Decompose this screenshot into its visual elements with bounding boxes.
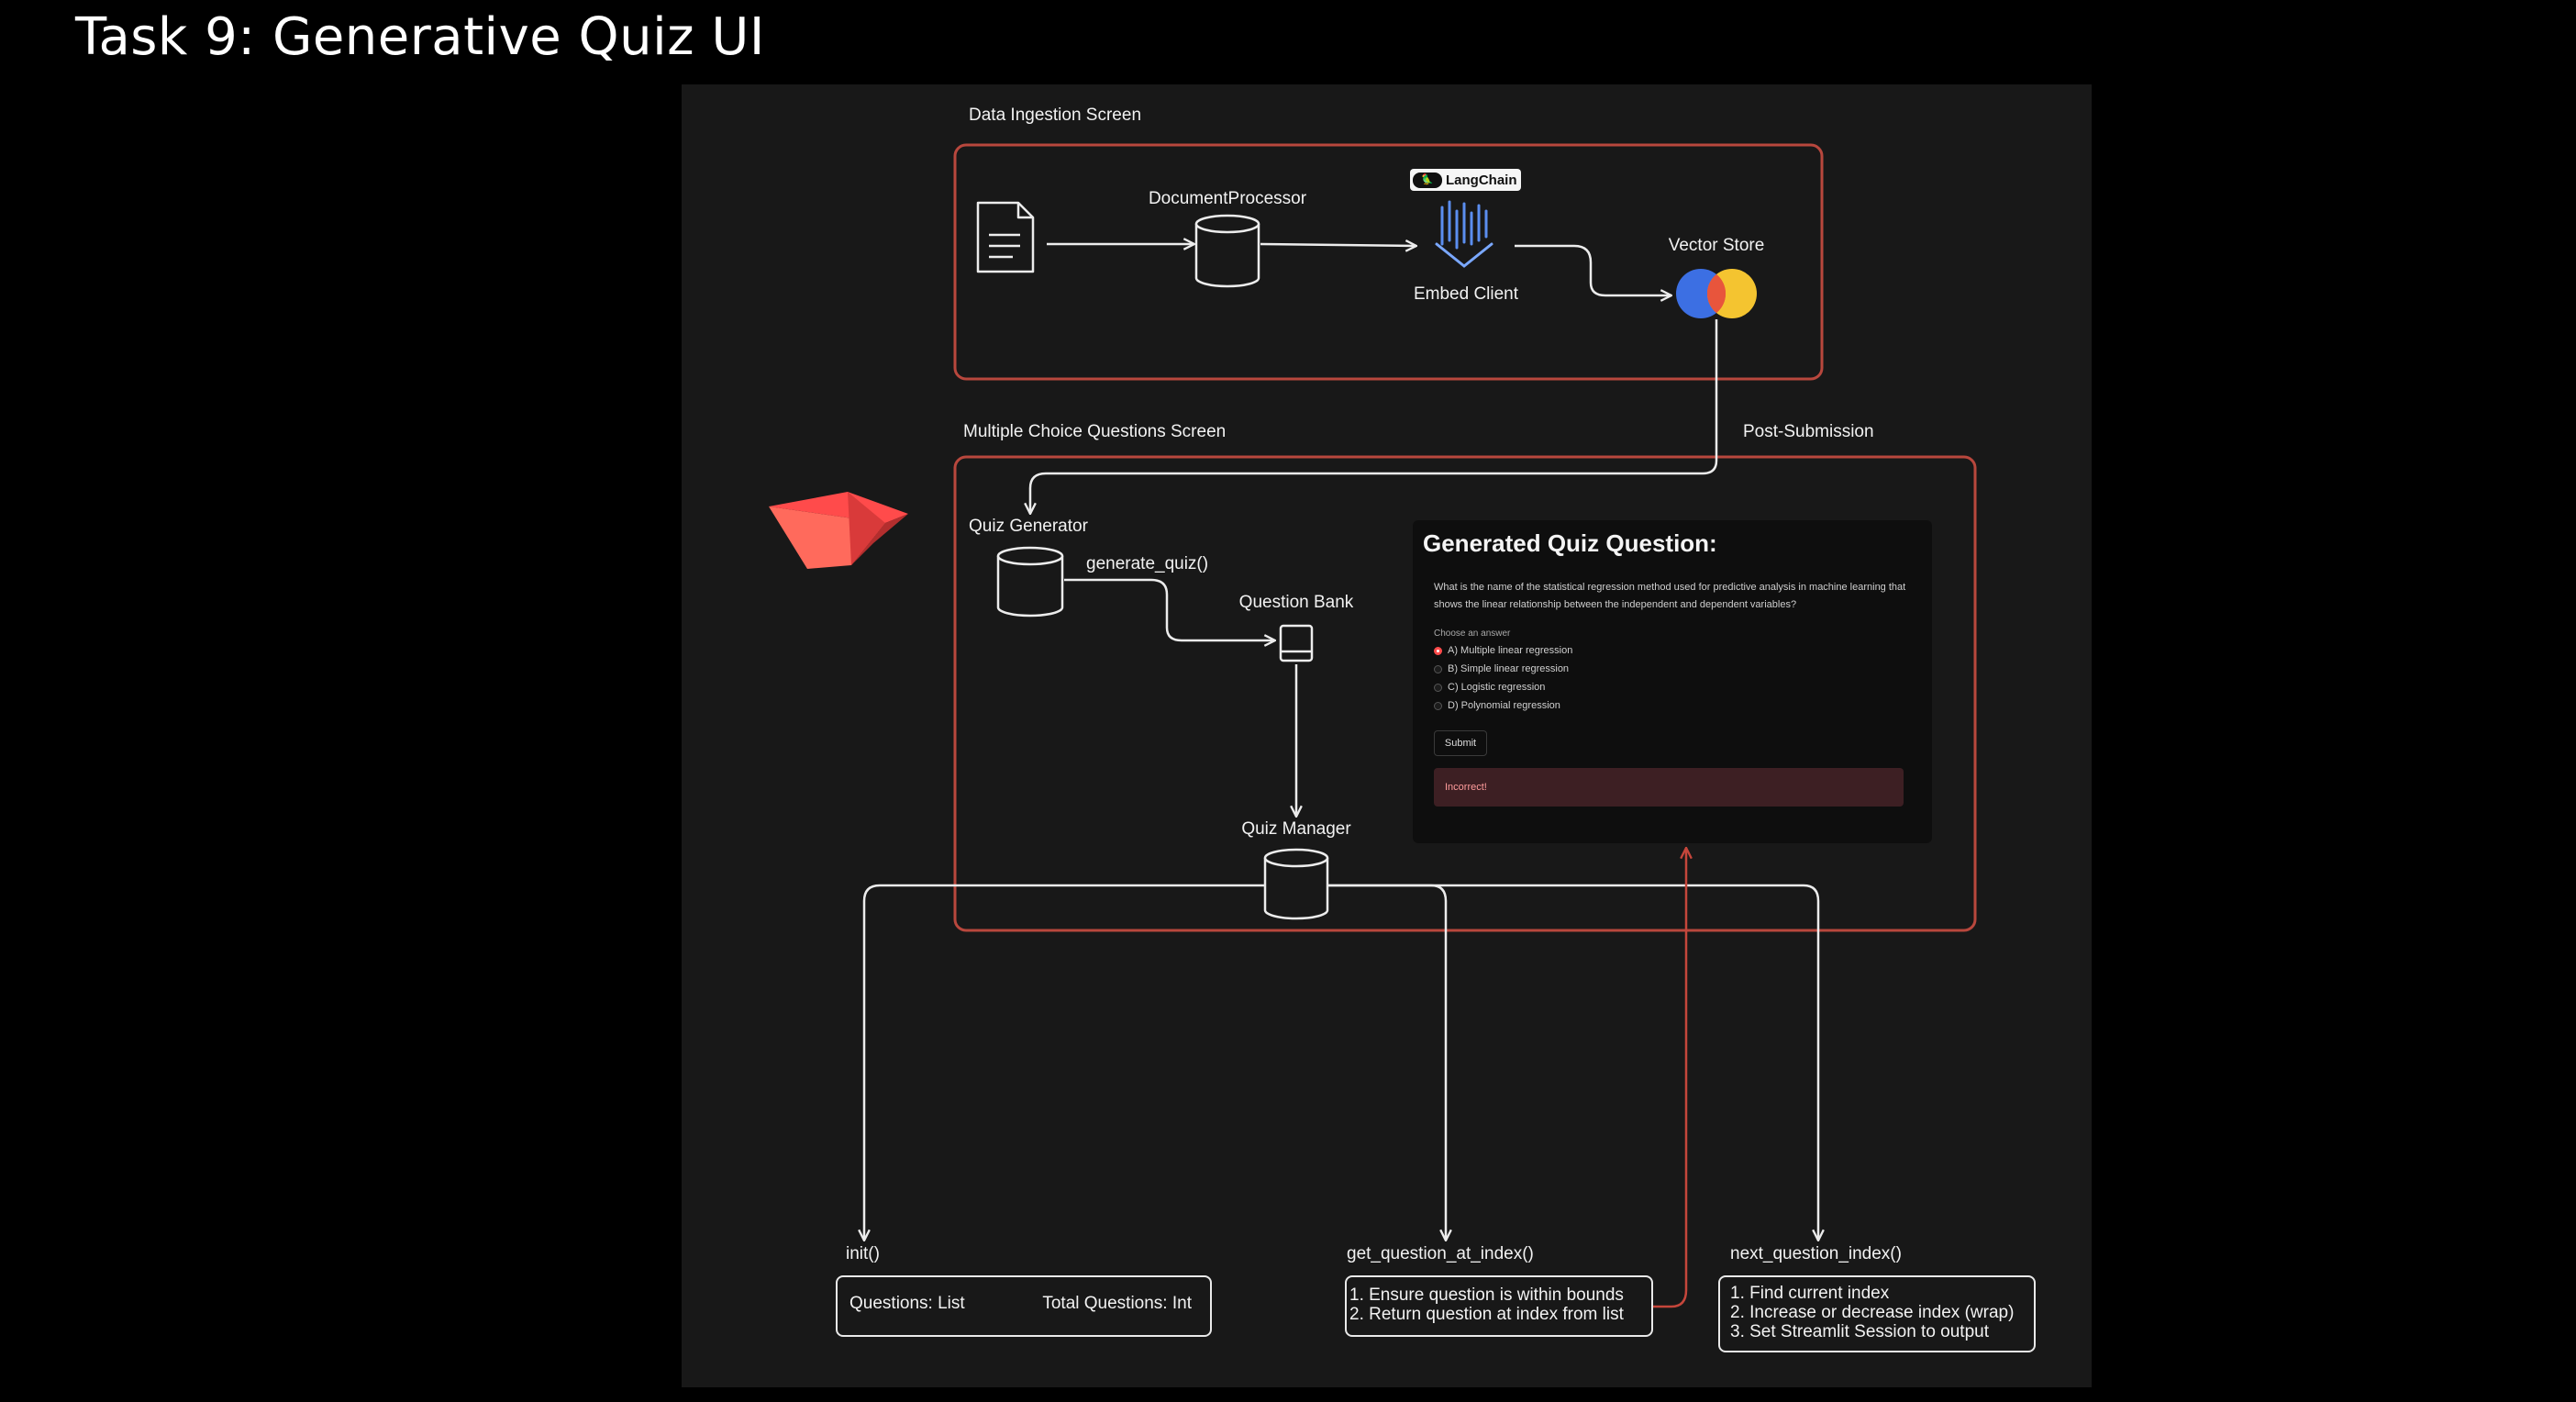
submit-button[interactable]: Submit [1434,730,1487,756]
quiz-generator-label: Quiz Generator [969,517,1088,536]
next-question-step: 2. Increase or decrease index (wrap) [1730,1303,2015,1322]
mcq-section-frame [953,455,1977,932]
arrow-manager-to-get-question [1327,884,1446,1241]
ingestion-section-frame [953,143,1824,381]
mcq-section-label: Multiple Choice Questions Screen [963,422,1227,441]
next-question-box: 1. Find current index 2. Increase or dec… [1718,1275,2036,1352]
generate-quiz-label: generate_quiz() [1086,554,1209,573]
vector-store-label: Vector Store [1668,236,1765,255]
radio-icon[interactable] [1434,683,1442,692]
vector-store-icon [1676,269,1757,318]
init-method-label: init() [846,1244,880,1263]
post-submission-label: Post-Submission [1743,422,1874,441]
init-questions-field: Questions: List [849,1294,965,1313]
get-question-step: 1. Ensure question is within bounds [1349,1285,1624,1305]
arrow-vector-store-to-quiz-generator [1030,319,1718,514]
arrow-processor-to-embed [1260,244,1416,246]
arrow-embed-to-vector-store [1515,244,1671,295]
quiz-generator-cylinder [996,546,1064,618]
embed-client-label: Embed Client [1413,284,1519,304]
ingestion-section-label: Data Ingestion Screen [969,106,1142,125]
langchain-badge: 🦜 LangChain [1410,169,1521,191]
radio-icon[interactable] [1434,701,1442,710]
langchain-icon: 🦜 [1413,172,1442,188]
feedback-alert: Incorrect! [1434,768,1904,807]
radio-selected-icon[interactable] [1434,646,1442,655]
slide-title: Task 9: Generative Quiz UI [75,7,765,67]
question-bank-label: Question Bank [1238,593,1354,612]
arrow-manager-to-init [864,884,1265,1241]
quiz-manager-cylinder [1263,848,1329,920]
get-question-method-label: get_question_at_index() [1347,1244,1534,1263]
init-total-field: Total Questions: Int [1042,1294,1192,1313]
document-icon [976,201,1035,273]
arrow-manager-to-next-question [1327,884,1818,1241]
choose-answer-label: Choose an answer [1434,629,1511,639]
answer-option[interactable]: C) Logistic regression [1434,682,1545,693]
next-question-step: 3. Set Streamlit Session to output [1730,1322,1989,1341]
streamlit-logo [769,492,908,569]
arrow-post-submission-feedback [1653,848,1686,1308]
quiz-question-card: Generated Quiz Question: What is the nam… [1413,520,1932,843]
arrow-generator-to-question-bank [1064,578,1275,640]
answer-option[interactable]: A) Multiple linear regression [1434,645,1572,656]
get-question-box: 1. Ensure question is within bounds 2. R… [1345,1275,1653,1337]
document-processor-cylinder [1194,214,1260,288]
question-bank-icon [1279,624,1314,662]
answer-option[interactable]: D) Polynomial regression [1434,700,1560,711]
quiz-question-text: What is the name of the statistical regr… [1434,582,1906,610]
radio-icon[interactable] [1434,664,1442,673]
answer-option[interactable]: B) Simple linear regression [1434,663,1569,674]
langchain-label: LangChain [1446,172,1517,188]
next-question-method-label: next_question_index() [1730,1244,1902,1263]
document-processor-label: DocumentProcessor [1148,189,1307,208]
get-question-step: 2. Return question at index from list [1349,1305,1624,1324]
init-box: Questions: List Total Questions: Int [836,1275,1212,1337]
embed-client-icon [1435,200,1493,268]
quiz-manager-label: Quiz Manager [1241,819,1351,839]
quiz-card-title: Generated Quiz Question: [1423,529,1717,557]
next-question-step: 1. Find current index [1730,1284,1890,1303]
